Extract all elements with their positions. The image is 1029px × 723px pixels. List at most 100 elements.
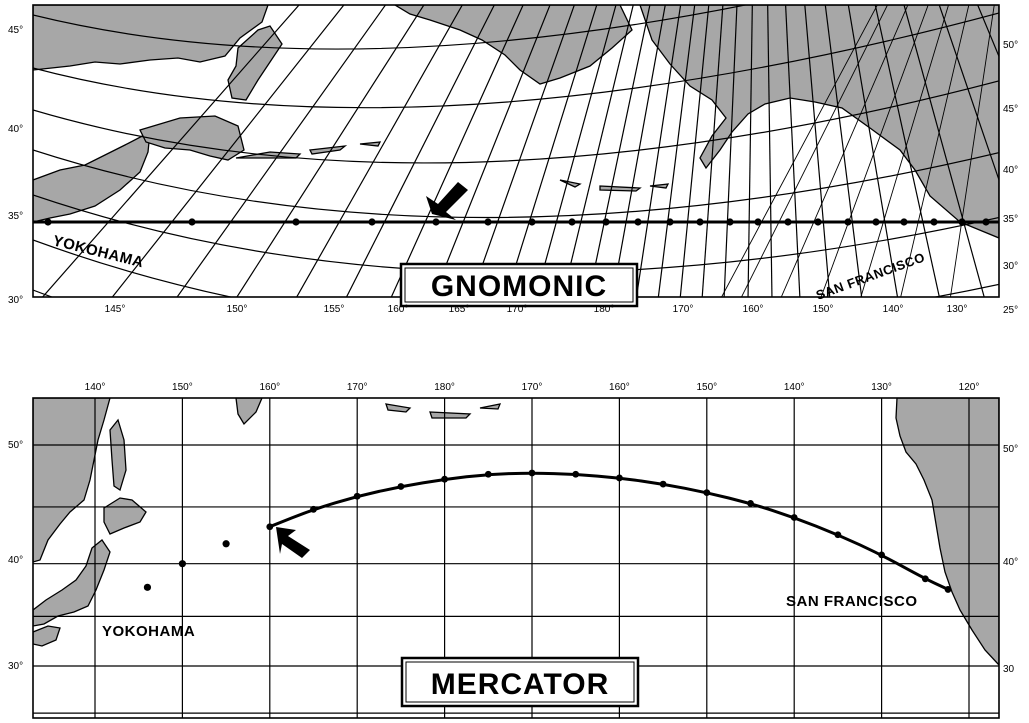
lat-label: 50° [8, 440, 23, 451]
gnomonic-meridian [432, 5, 551, 297]
gnomonic-meridian [176, 5, 387, 297]
gnomonic-meridian [635, 5, 682, 297]
gnomonic-route-point [696, 218, 704, 226]
mercator-route-point [616, 474, 623, 482]
mercator-land [33, 398, 999, 666]
gnomonic-route-point [432, 218, 440, 226]
gnomonic-meridian [747, 5, 753, 297]
gnomonic-meridian [723, 5, 738, 297]
lon-label: 150° [172, 382, 193, 393]
arrow-icon [426, 182, 468, 220]
gnomonic-meridian [767, 5, 773, 297]
north-america-land [895, 398, 999, 666]
lat-label: 25° [1003, 305, 1018, 316]
gnomonic-route-point [634, 218, 642, 226]
japan-honshu-land [33, 130, 151, 223]
gnomonic-route-point [900, 218, 908, 226]
asia-mainland-land [33, 398, 111, 563]
aleutian-islands [235, 141, 670, 192]
lon-label: 145° [105, 304, 126, 315]
gnomonic-meridian [701, 5, 724, 297]
lon-label: 130° [871, 382, 892, 393]
gnomonic-meridian [900, 5, 970, 297]
lon-label: 160° [388, 304, 409, 315]
mercator-route-point [921, 575, 929, 583]
mercator-route-point [572, 470, 580, 478]
mercator-right-lat-labels: 50° 40° 30 [1003, 444, 1018, 675]
gnomonic-route-point [930, 218, 938, 226]
mercator-stray-point [222, 540, 230, 548]
lat-label: 35° [1003, 214, 1018, 225]
lon-label: 170° [347, 382, 368, 393]
gnomonic-route-point [784, 218, 792, 226]
gnomonic-meridian [860, 5, 949, 297]
lon-label: 170° [673, 304, 694, 315]
aleutian-islands-mercator [385, 403, 502, 419]
gnomonic-route-point [872, 218, 880, 226]
kyushu-land [33, 625, 61, 647]
lon-label: 170° [522, 382, 543, 393]
mercator-route-point [944, 586, 952, 593]
gnomonic-route-point [726, 218, 734, 226]
gnomonic-meridian [780, 5, 909, 297]
gnomonic-title-box: GNOMONIC [399, 262, 639, 308]
arrow-icon [276, 527, 310, 558]
gnomonic-right-lat-labels: 50° 45° 40° 35° 30° 25° [1003, 40, 1018, 316]
gnomonic-route-point [754, 218, 762, 226]
lat-label: 45° [8, 25, 23, 36]
sakhalin-land [109, 418, 127, 492]
gnomonic-meridian [296, 5, 463, 297]
lon-label: 140° [784, 382, 805, 393]
honshu-land [33, 539, 111, 627]
gnomonic-route-point [484, 218, 492, 226]
gnomonic-meridian [535, 5, 617, 297]
lon-label: 160° [743, 304, 764, 315]
gnomonic-route-point [844, 218, 852, 226]
mercator-map: MERCATOR YOKOHAMA SAN FRANCISCO 50° 40° … [8, 382, 1018, 719]
mercator-route-point [790, 514, 798, 521]
lon-label: 155° [324, 304, 345, 315]
mercator-route-point [747, 499, 754, 507]
lon-label: 180° [434, 382, 455, 393]
mercator-route-point [528, 469, 536, 477]
lon-label: 140° [85, 382, 106, 393]
gnomonic-lon-labels: 145°150°155°160°165°170°180°170°160°150°… [105, 304, 968, 315]
gnomonic-meridian [505, 5, 598, 297]
lat-label: 45° [1003, 104, 1018, 115]
gnomonic-route-point [188, 218, 196, 226]
gnomonic-parallels [33, 5, 999, 297]
mercator-route-points [266, 469, 952, 593]
lat-label: 50° [1003, 40, 1018, 51]
gnomonic-meridian [874, 5, 940, 297]
mercator-route-point [878, 551, 885, 559]
gnomonic-route-points [44, 218, 990, 226]
lat-label: 35° [8, 211, 23, 222]
lat-label: 40° [8, 555, 23, 566]
kamchatka-land [139, 115, 245, 161]
gnomonic-origin-label: YOKOHAMA [51, 232, 146, 271]
mercator-route-point [397, 483, 405, 490]
gnomonic-land [33, 5, 999, 239]
lon-label: 150° [696, 382, 717, 393]
chukotka-land [393, 5, 633, 85]
mercator-route-point [659, 480, 667, 488]
mercator-title: MERCATOR [431, 668, 610, 701]
gnomonic-route-point [44, 218, 52, 226]
mercator-stray-point [178, 560, 186, 568]
gnomonic-meridian [824, 5, 863, 297]
gnomonic-meridian [820, 5, 929, 297]
gnomonic-meridian [345, 5, 495, 297]
mercator-route-point [353, 492, 361, 500]
gnomonic-meridian [721, 5, 878, 297]
gnomonic-meridians [41, 5, 999, 297]
mercator-stray-points [143, 540, 230, 591]
lat-label: 40° [1003, 165, 1018, 176]
lat-label: 40° [1003, 557, 1018, 568]
alaska-land [639, 5, 999, 239]
lat-label: 50° [1003, 444, 1018, 455]
lon-label: 130° [947, 304, 968, 315]
lon-label: 160° [609, 382, 630, 393]
lat-label: 30 [1003, 664, 1015, 675]
gnomonic-meridian [111, 5, 345, 297]
